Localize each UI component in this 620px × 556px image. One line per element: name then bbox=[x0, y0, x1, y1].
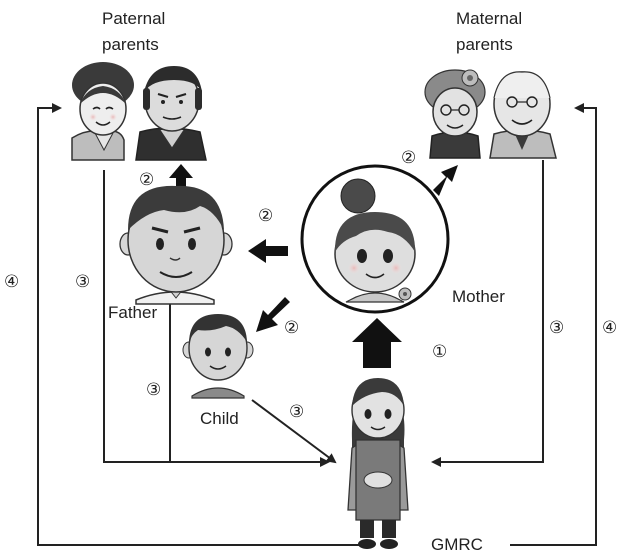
step-4-gmrc-to-maternal: ④ bbox=[602, 318, 618, 337]
step-2-father-to-paternal: ② bbox=[139, 170, 155, 189]
gmrc-to-paternal-loop bbox=[37, 103, 360, 546]
paternal-parents-label-line1: Paternal bbox=[102, 9, 166, 28]
maternal-to-gmrc-line bbox=[431, 160, 544, 467]
child-illustration bbox=[182, 314, 254, 399]
paternal-parents-label-line2: parents bbox=[102, 35, 159, 54]
step-2-mother-to-maternal: ② bbox=[401, 148, 417, 167]
gmrc-label: GMRC bbox=[431, 535, 483, 554]
step-3-maternal-to-gmrc: ③ bbox=[549, 318, 565, 337]
child-label: Child bbox=[200, 409, 239, 428]
arrow-mother-to-father bbox=[248, 239, 288, 263]
step-3-paternal-to-gmrc: ③ bbox=[75, 272, 91, 291]
mother-label: Mother bbox=[452, 287, 505, 306]
paternal-to-gmrc-line bbox=[103, 170, 330, 467]
maternal-parents-illustration bbox=[424, 69, 557, 159]
paternal-grandmother bbox=[71, 62, 134, 161]
gmrc-to-maternal-loop bbox=[510, 103, 597, 546]
step-4-gmrc-to-paternal: ④ bbox=[4, 272, 20, 291]
gmrc-staff-illustration bbox=[347, 378, 409, 549]
step-2-father-to-child: ② bbox=[284, 318, 300, 337]
step-1-gmrc-to-mother: ① bbox=[432, 342, 448, 361]
arrow-father-to-child bbox=[256, 297, 290, 332]
father-label: Father bbox=[108, 303, 158, 322]
step-2-mother-to-father: ② bbox=[258, 206, 274, 225]
step-3-father-to-gmrc: ③ bbox=[146, 380, 162, 399]
mother-illustration bbox=[300, 164, 450, 314]
connector-lines bbox=[37, 103, 597, 546]
paternal-parents-illustration bbox=[71, 62, 207, 161]
step-3-child-to-gmrc: ③ bbox=[289, 402, 305, 421]
father-illustration bbox=[119, 185, 233, 305]
arrow-mother-to-maternal bbox=[433, 165, 458, 196]
thick-arrows bbox=[169, 164, 458, 368]
maternal-parents-label-line2: parents bbox=[456, 35, 513, 54]
arrow-father-to-paternal bbox=[169, 164, 193, 190]
paternal-grandfather bbox=[135, 66, 207, 161]
maternal-grandfather bbox=[489, 71, 557, 159]
maternal-parents-label-line1: Maternal bbox=[456, 9, 523, 28]
child-to-gmrc-line bbox=[251, 399, 337, 464]
arrow-gmrc-to-mother bbox=[352, 318, 402, 368]
maternal-grandmother bbox=[424, 69, 486, 159]
